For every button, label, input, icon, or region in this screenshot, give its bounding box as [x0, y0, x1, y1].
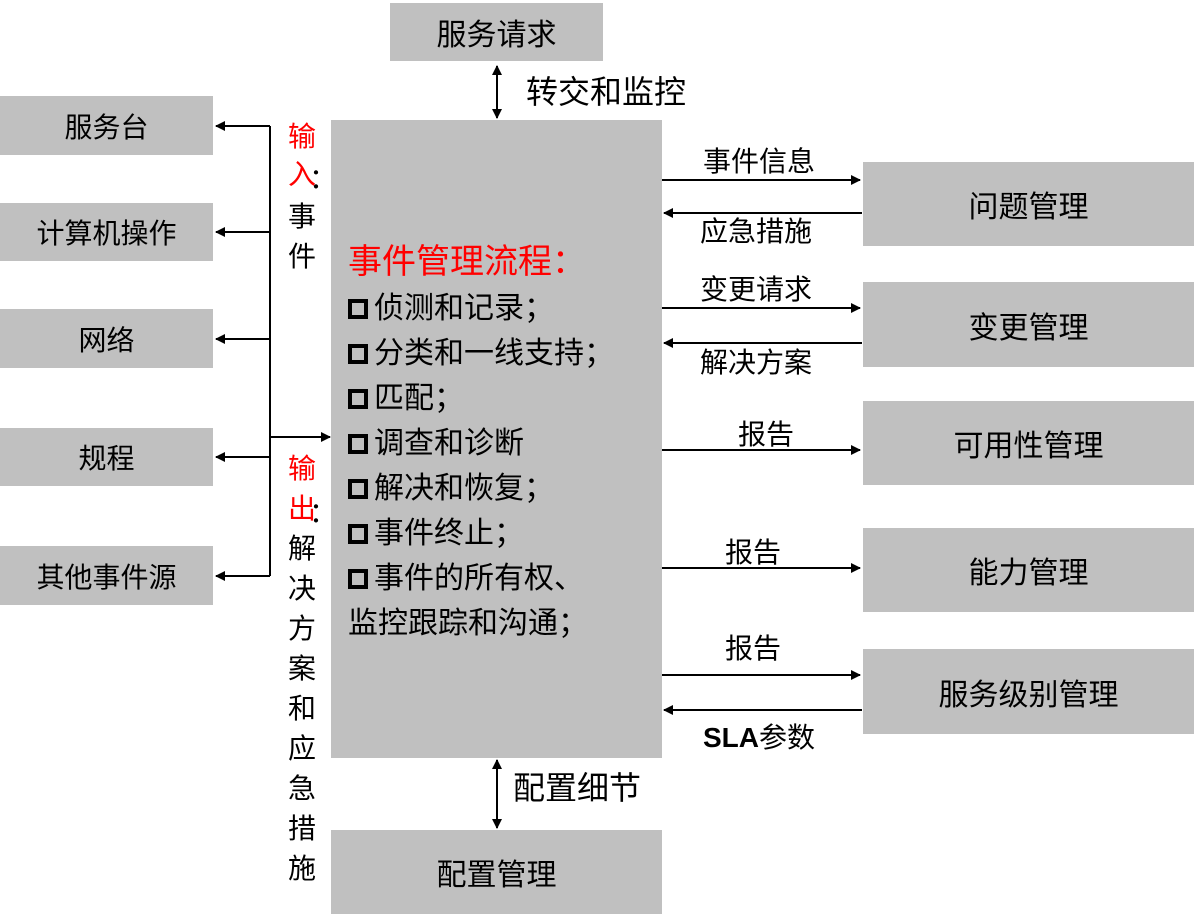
- output-label-red-2: 出: [287, 492, 316, 525]
- process-step: 匹配；: [348, 376, 614, 421]
- left-box-other-sources: 其他事件源: [0, 546, 213, 605]
- checkbox-icon: [348, 568, 368, 589]
- process-step-continuation: 监控跟踪和沟通；: [348, 606, 588, 641]
- checkbox-icon: [348, 298, 368, 319]
- output-label-text-6: 应: [287, 732, 316, 765]
- output-label-text-1: 解: [287, 532, 316, 565]
- left-box-computer-ops: 计算机操作: [0, 203, 213, 261]
- service-request-box: 服务请求: [390, 3, 603, 61]
- input-label-text-2: 件: [287, 240, 316, 273]
- right-box-problem-mgmt: 问题管理: [863, 162, 1194, 246]
- output-label-red-1: 输: [287, 452, 316, 485]
- process-step: 侦测和记录；: [348, 286, 614, 331]
- checkbox-icon: [348, 523, 368, 544]
- right-box-change-mgmt: 变更管理: [863, 282, 1194, 367]
- label-report-availability: 报告: [738, 418, 795, 451]
- process-step: 调查和诊断: [348, 421, 614, 466]
- incident-process-content: 事件管理流程： 侦测和记录； 分类和一线支持； 匹配； 调查和诊断 解决和恢复；…: [348, 238, 614, 646]
- input-label-red-2: 入: [287, 158, 316, 191]
- label-change-request: 变更请求: [700, 273, 813, 306]
- output-label-text-8: 措: [287, 812, 316, 845]
- output-label-text-2: 决: [287, 572, 316, 605]
- label-sla-params: SLA参数: [703, 724, 815, 752]
- label-params: 参数: [759, 721, 816, 754]
- checkbox-icon: [348, 343, 368, 364]
- label-sla-bold: SLA: [703, 722, 759, 753]
- handover-label: 转交和监控: [526, 73, 687, 111]
- left-box-procedures: 规程: [0, 428, 213, 486]
- input-label-red-1: 输: [287, 120, 316, 153]
- left-box-network: 网络: [0, 309, 213, 368]
- process-step: 解决和恢复；: [348, 466, 614, 511]
- checkbox-icon: [348, 433, 368, 454]
- process-step: 事件的所有权、: [348, 556, 614, 601]
- process-step: 分类和一线支持；: [348, 331, 614, 376]
- process-step: 事件终止；: [348, 511, 614, 556]
- config-mgmt-box: 配置管理: [331, 830, 662, 914]
- process-title: 事件管理流程：: [348, 242, 586, 282]
- output-label-text-7: 急: [287, 772, 316, 805]
- left-box-service-desk: 服务台: [0, 96, 213, 155]
- right-box-slm: 服务级别管理: [863, 649, 1194, 734]
- right-box-capacity-mgmt: 能力管理: [863, 528, 1194, 612]
- output-label-text-4: 案: [287, 652, 316, 685]
- output-label-text-3: 方: [287, 612, 316, 645]
- input-label-text-1: 事: [287, 200, 316, 233]
- checkbox-icon: [348, 478, 368, 499]
- checkbox-icon: [348, 388, 368, 409]
- label-workarounds: 应急措施: [700, 215, 813, 248]
- output-label-text-9: 施: [287, 852, 316, 885]
- label-solutions: 解决方案: [700, 346, 813, 379]
- output-label-text-5: 和: [287, 692, 316, 725]
- label-report-capacity: 报告: [725, 536, 782, 569]
- config-detail-label: 配置细节: [513, 769, 642, 807]
- label-incident-info: 事件信息: [703, 145, 816, 178]
- incident-process-box: [331, 120, 662, 758]
- label-report-slm: 报告: [725, 632, 782, 665]
- right-box-availability-mgmt: 可用性管理: [863, 401, 1194, 485]
